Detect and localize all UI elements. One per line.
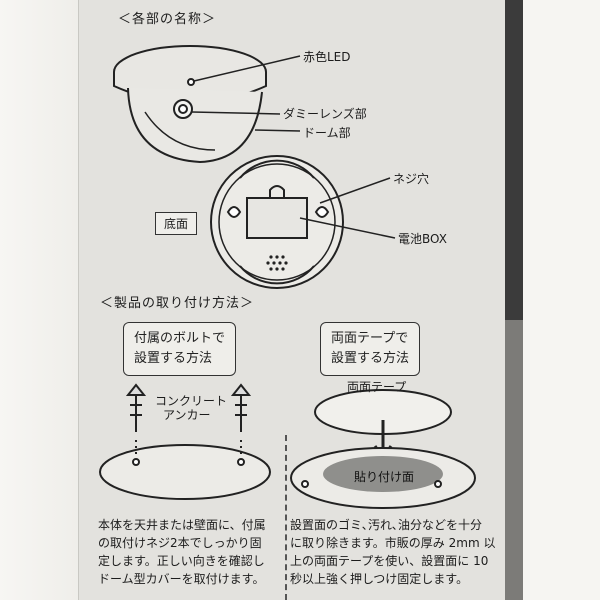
bolt-desc-line: 定します。正しい向きを確認し: [98, 554, 265, 568]
bolt-method-line2: 設置する方法: [134, 351, 213, 366]
divider-dashed: [285, 435, 287, 600]
label-battery-box: 電池BOX: [398, 232, 447, 246]
bolt-method-box: 付属のボルトで 設置する方法: [123, 322, 237, 376]
anchor-label-1: コンクリート: [155, 394, 228, 408]
tape-method-box: 両面テープで 設置する方法: [320, 322, 421, 376]
camera-dome: [127, 87, 263, 164]
anchor-right: [230, 383, 252, 458]
background-left: [0, 0, 78, 600]
bolt-method-line1: 付属のボルトで: [134, 331, 226, 346]
tape-desc-line: 秒以上強く押しつけ固定します。: [290, 572, 469, 586]
bolt-desc-line: ドーム型カバーを取付けます。: [98, 572, 265, 586]
tape-desc-line: に取り除きます。市販の厚み 2mm 以: [290, 536, 496, 550]
label-red-led: 赤色LED: [303, 50, 351, 64]
red-led: [187, 78, 195, 86]
bolt-desc-line: の取付けネジ2本でしっかり固: [98, 536, 262, 550]
battery-box: [246, 197, 308, 239]
label-bottom: 底面: [155, 212, 198, 235]
parts-section-title: ＜各部の名称＞: [118, 12, 217, 27]
stick-face-label: 貼り付け面: [354, 470, 415, 484]
anchor-label-2: アンカー: [163, 408, 211, 422]
tape-desc-line: 上の両面テープを使い、設置面に 10: [290, 554, 489, 568]
label-dummy-lens: ダミーレンズ部: [283, 107, 367, 121]
stick-area: [323, 456, 443, 492]
label-screw-hole: ネジ穴: [393, 172, 430, 186]
package-edge-dark: [505, 0, 523, 320]
tape-description: 設置面のゴミ､汚れ､油分などを十分 に取り除きます。市販の厚み 2mm 以 上の…: [290, 516, 495, 588]
install-section-title: ＜製品の取り付け方法＞: [100, 296, 255, 311]
tape-label: 両面テープ: [347, 380, 407, 394]
package-edge-grey: [505, 320, 523, 600]
tape-method-line1: 両面テープで: [331, 331, 409, 346]
tape-method-line2: 設置する方法: [331, 351, 410, 366]
label-dome: ドーム部: [303, 126, 351, 140]
bolt-desc-line: 本体を天井または壁面に、付属: [98, 518, 266, 532]
anchor-left: [125, 383, 147, 458]
bolt-description: 本体を天井または壁面に、付属 の取付けネジ2本でしっかり固 定します。正しい向き…: [98, 516, 266, 588]
bolt-mount-surface: [99, 444, 271, 500]
tape-desc-line: 設置面のゴミ､汚れ､油分などを十分: [290, 518, 483, 532]
background-right: [523, 0, 600, 600]
